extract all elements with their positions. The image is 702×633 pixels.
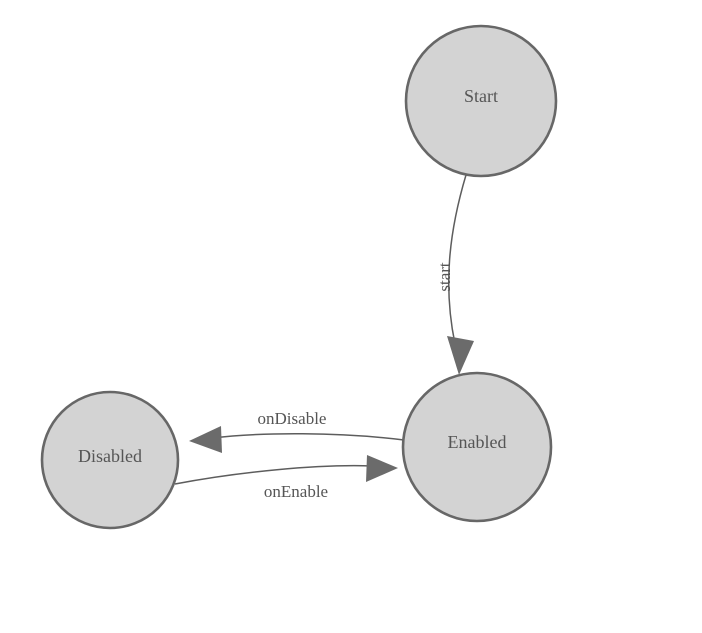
node-start-label: Start <box>464 86 498 106</box>
node-disabled-circle <box>40 390 180 530</box>
edge-label-onenable: onEnable <box>264 482 328 501</box>
edge-enabled-to-disabled[interactable]: onDisable <box>189 409 405 453</box>
node-enabled-label: Enabled <box>448 432 507 452</box>
edge-start-to-enabled-path <box>447 174 467 345</box>
node-start-circle <box>404 24 558 178</box>
node-start[interactable]: Start <box>404 24 558 178</box>
edge-start-to-enabled[interactable]: start <box>435 174 474 375</box>
edge-label-start: start <box>435 262 454 292</box>
node-enabled-circle <box>401 371 553 523</box>
edge-disabled-to-enabled[interactable]: onEnable <box>174 455 398 501</box>
edge-label-ondisable: onDisable <box>258 409 327 428</box>
edge-enabled-to-disabled-path <box>211 432 405 441</box>
edge-enabled-to-disabled-arrowhead <box>189 426 222 453</box>
edge-disabled-to-enabled-arrowhead <box>366 455 398 482</box>
node-disabled[interactable]: Disabled <box>40 390 180 530</box>
edge-disabled-to-enabled-path <box>174 464 373 485</box>
node-disabled-label: Disabled <box>78 446 142 466</box>
edge-start-to-enabled-arrowhead <box>447 336 474 375</box>
node-enabled[interactable]: Enabled <box>401 371 553 523</box>
